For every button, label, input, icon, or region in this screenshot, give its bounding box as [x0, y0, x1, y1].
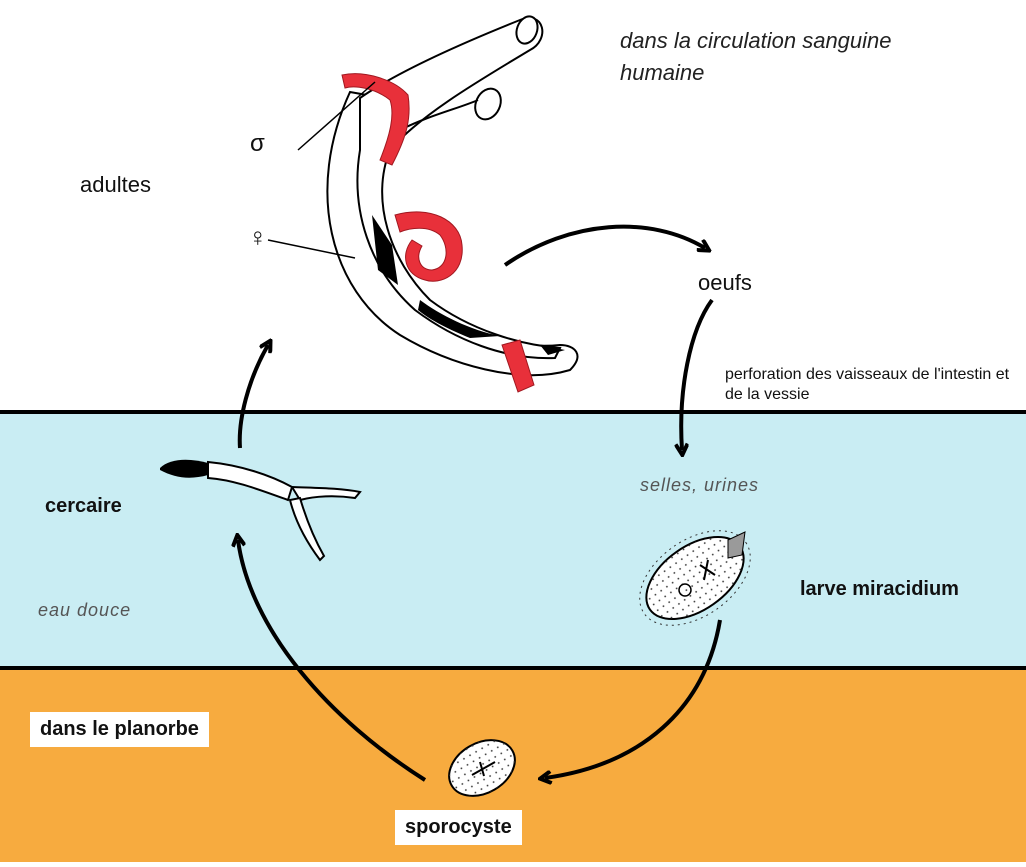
miracidium-label: larve miracidium: [800, 578, 959, 601]
eggs-label: oeufs: [698, 270, 752, 296]
sporocyst-label: sporocyste: [395, 810, 522, 845]
male-symbol: σ: [250, 130, 265, 158]
cercaria-label: cercaire: [45, 495, 122, 518]
human-circulation-label: dans la circulation sanguine humaine: [620, 25, 920, 89]
arrow-adults-to-eggs: [505, 227, 705, 265]
adults-label: adultes: [80, 172, 151, 198]
female-symbol: ♀: [248, 222, 268, 253]
excreta-label: selles, urines: [640, 475, 759, 496]
snail-label: dans le planorbe: [30, 712, 209, 747]
fresh-water-zone: [0, 412, 1026, 668]
perforation-label: perforation des vaisseaux de l'intestin …: [725, 365, 1025, 405]
fresh-water-label: eau douce: [38, 600, 131, 621]
